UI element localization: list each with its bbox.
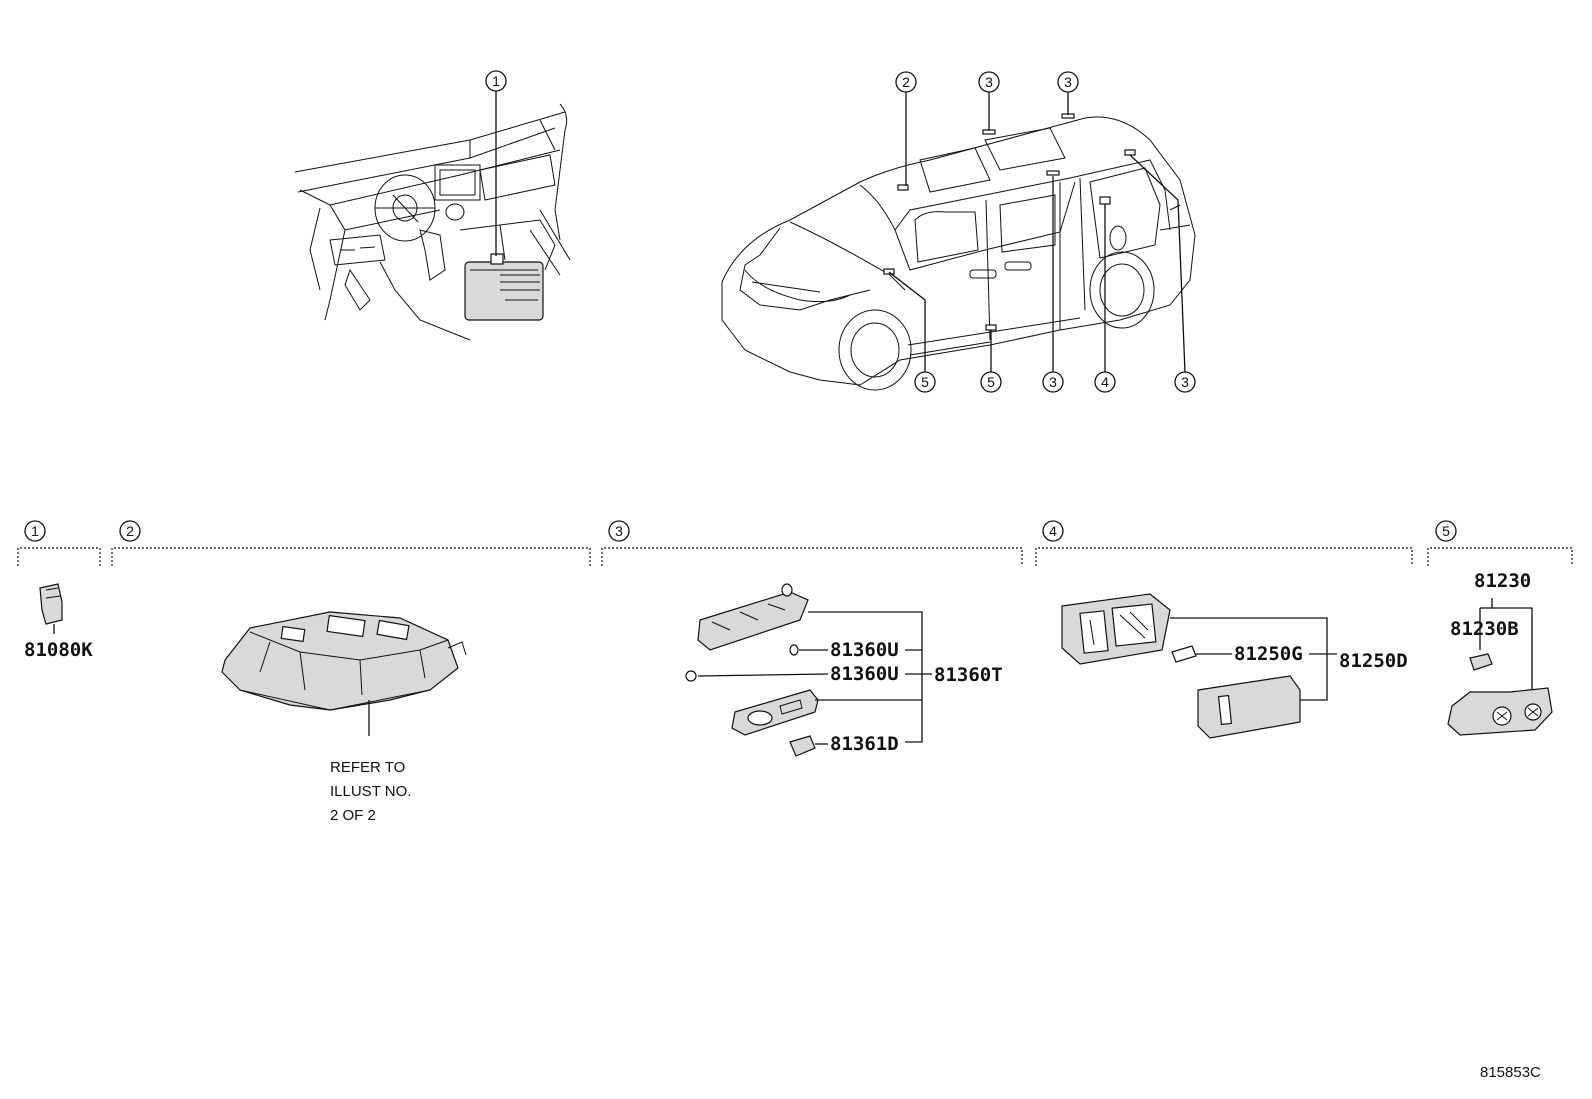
group-4-header: 4 [1035, 520, 1413, 566]
svg-text:3: 3 [1181, 374, 1189, 390]
callout-3-vehicle-roof: 3 [978, 71, 1000, 131]
group-2-header: 2 [111, 520, 591, 566]
part-number-81360u-bulb[interactable]: 81360U [830, 639, 899, 661]
refer-note-line-2: ILLUST NO. [330, 783, 411, 800]
group-3-header: 3 [601, 520, 1023, 566]
map-lamp-housing-illustration [685, 583, 819, 757]
callout-3-vehicle-pillar: 3 [1042, 176, 1064, 393]
callout-1-dashboard: 1 [485, 70, 507, 256]
svg-text:5: 5 [987, 374, 995, 390]
svg-text:3: 3 [985, 74, 993, 90]
dashboard-illustration [294, 103, 571, 341]
callout-number: 1 [492, 73, 500, 89]
svg-text:2: 2 [902, 74, 910, 90]
svg-text:4: 4 [1101, 374, 1109, 390]
refer-note-line-1: REFER TO [330, 759, 405, 776]
assembly-number-81360t[interactable]: 81360T [934, 664, 1003, 686]
part-number-81080k[interactable]: 81080K [24, 639, 93, 661]
assembly-number-81230[interactable]: 81230 [1474, 570, 1531, 592]
assembly-number-81250d[interactable]: 81250D [1339, 650, 1408, 672]
callout-4-vehicle-slide-door: 4 [1094, 204, 1116, 393]
group-3-leader-lines [697, 611, 932, 745]
svg-text:3: 3 [615, 523, 623, 539]
callout-5-vehicle-front-door: 5 [888, 271, 936, 393]
part-81080k-switch-illustration [39, 583, 63, 634]
courtesy-lamp-illustration [1447, 653, 1553, 736]
svg-text:4: 4 [1049, 523, 1057, 539]
svg-text:5: 5 [921, 374, 929, 390]
callout-5-vehicle-step: 5 [980, 330, 1002, 393]
part-number-81360u-socket[interactable]: 81360U [830, 663, 899, 685]
part-number-81361d[interactable]: 81361D [830, 733, 899, 755]
svg-text:3: 3 [1049, 374, 1057, 390]
svg-text:2: 2 [126, 523, 134, 539]
callout-3-vehicle-rear-roof: 3 [1057, 71, 1079, 115]
illustration-id: 815853C [1480, 1064, 1541, 1081]
callout-2-vehicle: 2 [895, 71, 917, 186]
minivan-illustration [721, 113, 1196, 391]
part-number-81230b[interactable]: 81230B [1450, 618, 1519, 640]
svg-text:3: 3 [1064, 74, 1072, 90]
group-1-header: 1 [17, 520, 101, 566]
group-4-leader-lines [1170, 617, 1337, 701]
svg-text:5: 5 [1442, 523, 1450, 539]
svg-text:1: 1 [31, 523, 39, 539]
group-5-header: 5 [1427, 520, 1573, 566]
callout-3-vehicle-rear: 3 [1129, 154, 1196, 393]
overhead-console-illustration [221, 611, 467, 711]
slide-door-lamp-illustration [1061, 593, 1301, 739]
refer-note-line-3: 2 OF 2 [330, 807, 376, 824]
group-5-leader-lines [1479, 598, 1533, 692]
part-number-81250g[interactable]: 81250G [1234, 643, 1303, 665]
